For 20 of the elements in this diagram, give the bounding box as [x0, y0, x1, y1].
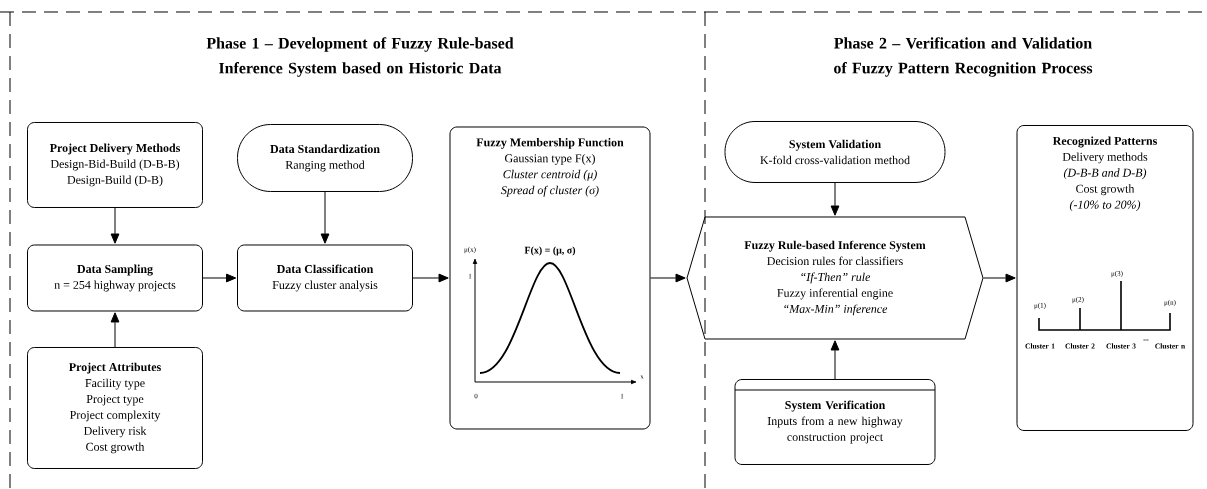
arrow: [202, 273, 237, 283]
arrow: [650, 273, 686, 283]
function-label: F(x) = (μ, σ): [524, 246, 576, 256]
arrow: [110, 207, 120, 244]
terminator-box: System Validation K-fold cross-validation method: [724, 121, 946, 183]
terminator-box: Data Standardization Ranging method: [237, 124, 413, 192]
arrow: [320, 191, 330, 244]
banded-box: System Verification Inputs from a new highway construction project: [734, 379, 936, 465]
arrow: [830, 182, 840, 216]
arrow: [830, 340, 840, 380]
phase-heading: Phase 2 – Verification and Validation of Fuzzy Pattern Recognition Process: [834, 37, 1093, 77]
process-box: Data Classification Fuzzy cluster analysis: [237, 244, 413, 312]
phase-heading: Phase 1 – Development of Fuzzy Rule-based Inference System based on Historic Data: [206, 37, 514, 77]
process-box: Project Attributes Facility type Project type Project complexity Delivery risk Cost growth: [27, 347, 203, 469]
process-box: Project Delivery Methods Design-Bid-Build (D-B-B) Design-Build (D-B): [27, 122, 203, 208]
arrow: [412, 273, 449, 283]
arrow: [110, 312, 120, 348]
hexagon-box: Fuzzy Rule-based Inference System Decision rules for classifiers “If-Then” rule Fuzzy inferential engine “Max-Min” inference: [686, 216, 984, 340]
arrow: [983, 273, 1016, 283]
process-box: Data Sampling n = 254 highway projects: [27, 244, 203, 312]
